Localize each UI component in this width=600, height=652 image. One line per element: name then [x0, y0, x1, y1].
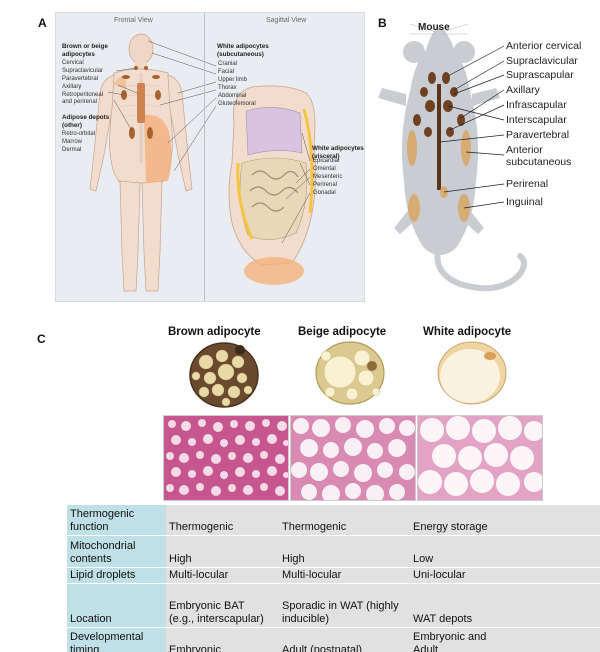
brown-cell: Thermogenic: [166, 505, 279, 536]
mouse-depot-label: Axillary: [506, 84, 540, 96]
depot-label: Omental: [313, 166, 336, 172]
brown-adipose-histology: [163, 415, 289, 501]
human-adipose-depots-panel: Frontal View Sagittal View Brown or beig…: [55, 12, 365, 302]
sagittal-body-figure: [228, 85, 316, 285]
beige-adipocyte-title: Beige adipocyte: [298, 326, 387, 338]
brown-cell: High: [166, 535, 279, 568]
brown-cell: Multi-locular: [166, 567, 279, 584]
row-header: Location: [67, 583, 166, 628]
depot-label: and perirenal: [62, 99, 98, 105]
white-cell: Uni-locular: [410, 567, 600, 584]
mouse-depot-label: Perirenal: [506, 178, 549, 190]
depot-label: Epicardial: [313, 158, 340, 164]
depot-label: Gonadal: [313, 190, 336, 196]
depot-label: Marrow: [62, 139, 83, 145]
white-cell: Energy storage: [410, 505, 600, 536]
beige-cell: Thermogenic: [279, 505, 410, 536]
panel-label-b: B: [378, 16, 387, 30]
depot-label: Gluteofemoral: [218, 101, 256, 107]
panel-label-a: A: [38, 16, 47, 30]
brown-beige-group-title: Brown or beige adipocytes: [62, 43, 108, 58]
sagittal-view-title: Sagittal View: [266, 17, 307, 24]
beige-cell: High: [279, 535, 410, 568]
panel-label-c: C: [37, 332, 46, 346]
white-cell: Low: [410, 535, 600, 568]
frontal-view-title: Frontal View: [114, 17, 153, 24]
mouse-illustration: [378, 23, 527, 292]
depot-label: Mesenteric: [313, 174, 343, 180]
human-anatomy-illustration: [89, 33, 316, 292]
depot-label: Perirenal: [313, 182, 338, 188]
white-adipocyte-title: White adipocyte: [423, 326, 512, 338]
depot-label: Upper limb: [218, 77, 248, 83]
mouse-depot-label: Infrascapular: [506, 99, 567, 111]
depot-label: Retroperitoneal: [62, 92, 104, 98]
mouse-depot-label: Interscapular: [506, 114, 567, 126]
depot-label: Abdominal: [218, 93, 247, 99]
depot-label: Facial: [218, 69, 235, 75]
beige-cell: Adult (postnatal): [279, 627, 410, 652]
mouse-depot-label: Suprascapular: [506, 69, 574, 81]
beige-adipocyte-cell: [315, 341, 385, 405]
white-adipose-histology: [417, 415, 543, 501]
depot-label: Paravertebral: [62, 76, 99, 82]
table-row: Lipid droplets Multi-locular Multi-locul…: [67, 567, 600, 584]
depot-label: Retro-orbital: [62, 131, 96, 137]
beige-histology-image: [291, 416, 415, 500]
depot-label: Dermal: [62, 147, 82, 153]
white-subcutaneous-title: White adipocytes (subcutaneous): [217, 43, 269, 58]
row-header: Lipid droplets: [67, 567, 166, 584]
white-cell: WAT depots: [410, 583, 600, 628]
mouse-depot-label: Supraclavicular: [506, 55, 578, 67]
mouse-title: Mouse: [418, 22, 450, 33]
mouse-leader-lines: [439, 45, 505, 209]
view-divider: [204, 13, 205, 301]
white-adipocyte-cell: [437, 341, 507, 405]
white-visceral-title: White adipocytes (visceral): [312, 145, 364, 160]
depot-label: Cranial: [218, 61, 238, 67]
depot-label: Cervical: [62, 60, 84, 66]
brown-cell: Embryonic BAT(e.g., interscapular): [166, 583, 279, 628]
brown-adipocyte-cell: [189, 342, 259, 408]
depot-label: Thorax: [218, 85, 237, 91]
frontal-body-figure: [89, 33, 193, 292]
anatomy-leader-lines: [107, 40, 311, 244]
mouse-depot-label: Paravertebral: [506, 129, 570, 141]
table-row: Location Embryonic BAT(e.g., interscapul…: [67, 583, 600, 628]
depot-label: Axillary: [62, 84, 82, 90]
brown-histology-image: [164, 416, 288, 500]
mouse-depot-label: Anterior cervical: [506, 40, 582, 52]
beige-cell: Multi-locular: [279, 567, 410, 584]
mouse-depot-label: Anterior: [506, 144, 543, 156]
depot-label: Supraclavicular: [62, 68, 104, 74]
other-depots-title: Adipose depots (other): [62, 114, 110, 129]
brown-adipocyte-title: Brown adipocyte: [168, 326, 261, 338]
white-histology-image: [418, 416, 542, 500]
mouse-depot-label: subcutaneous: [506, 156, 572, 168]
mouse-fat-depots: [413, 72, 465, 190]
beige-adipose-histology: [290, 415, 416, 501]
mouse-adipose-depots-panel: Mouse Anterior cervical Supraclavicular …: [370, 12, 595, 302]
mouse-depot-label: Inguinal: [506, 196, 543, 208]
brown-cell: Embryonic: [166, 627, 279, 652]
